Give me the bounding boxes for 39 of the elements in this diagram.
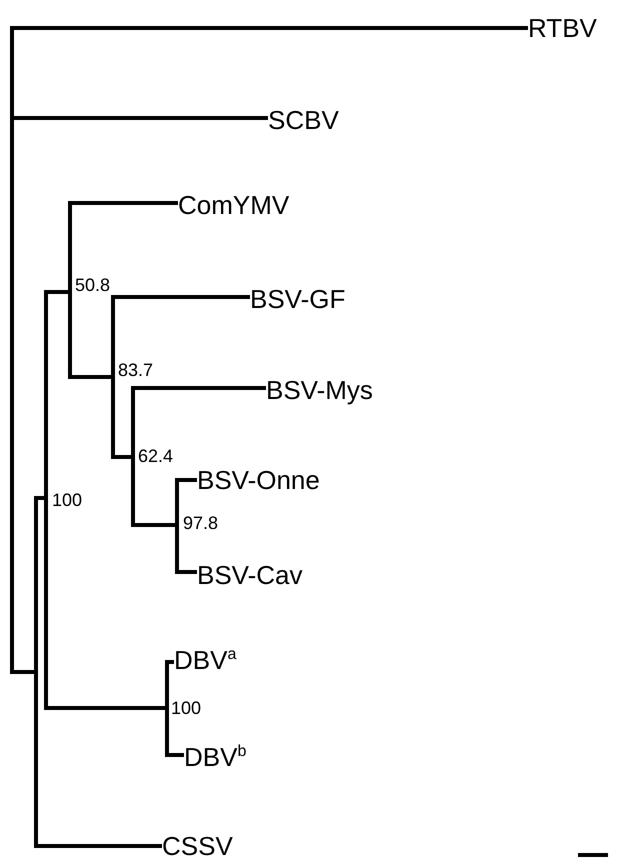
taxon-label: DBV$^{b}$	[184, 743, 246, 771]
bootstrap-value: 97.8	[183, 513, 218, 533]
taxon-label: BSV-GF	[250, 285, 346, 313]
branch-line	[36, 844, 162, 848]
clade-bar	[111, 295, 115, 459]
taxon-label: BSV-Mys	[266, 376, 373, 404]
branch-line	[177, 478, 197, 482]
clade-bar	[175, 478, 179, 574]
clade-bar	[44, 290, 48, 710]
branch-line	[133, 523, 175, 527]
branch-line	[113, 455, 131, 459]
clade-bar	[10, 26, 14, 674]
bootstrap-value: 62.4	[138, 446, 174, 466]
bootstrap-value: 100	[52, 490, 82, 510]
branch-line	[46, 290, 68, 294]
branch-line	[177, 570, 197, 574]
branch-line	[46, 706, 165, 710]
taxon-label: DBV$^{a}$	[174, 646, 236, 674]
clade-bar	[68, 201, 72, 379]
branch-line	[167, 753, 184, 757]
branch-line	[70, 201, 178, 205]
clade-bar	[131, 386, 135, 527]
bootstrap-value: 83.7	[118, 360, 154, 380]
branch-line	[113, 295, 250, 299]
taxon-label: ComYMV	[178, 191, 290, 219]
taxon-label: BSV-Cav	[197, 561, 302, 589]
branch-line	[12, 26, 528, 30]
clade-bar	[165, 660, 169, 757]
bootstrap-value: 50.8	[75, 275, 110, 295]
clade-bar	[34, 496, 38, 848]
taxon-label: CSSV	[162, 832, 233, 859]
branch-line	[133, 386, 266, 390]
taxon-label: RTBV	[528, 14, 597, 42]
branch-line	[12, 116, 268, 120]
branch-line	[12, 670, 34, 674]
bootstrap-value: 100	[171, 698, 202, 718]
taxon-label: BSV-Onne	[197, 466, 320, 494]
taxon-label: SCBV	[268, 106, 339, 134]
branch-line	[70, 375, 111, 379]
